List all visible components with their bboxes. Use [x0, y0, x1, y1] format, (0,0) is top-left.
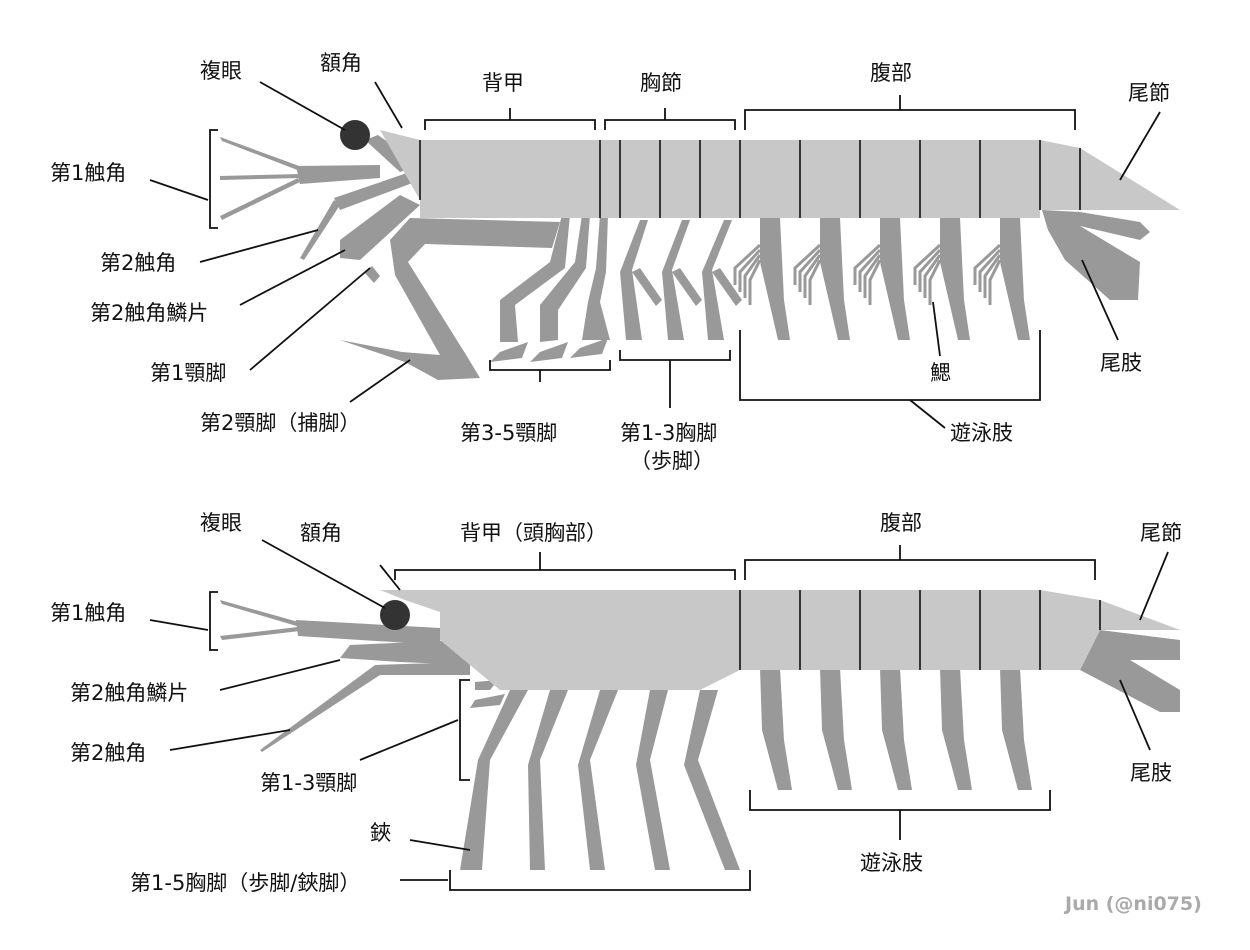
bottom-label-antenna1: 第1触角: [50, 601, 126, 625]
bottom-label-pleopods: 遊泳肢: [860, 851, 923, 875]
top-label-eye: 複眼: [200, 59, 242, 83]
bottom-carapace-shape: [380, 590, 740, 690]
bottom-figure: 複眼 額角 背甲（頭胸部） 腹部 尾節 第1触角 第2触角鱗片 第2触角 第1-…: [50, 511, 1182, 895]
top-eye-shape: [340, 120, 370, 150]
top-pleopods-shape: [760, 218, 1030, 340]
top-label-antennal-scale: 第2触角鱗片: [90, 301, 208, 325]
top-gills-shape: [733, 243, 1002, 305]
top-maxilliped1-shape: [364, 266, 380, 283]
top-label-rostrum: 額角: [320, 51, 362, 75]
top-maxilliped35-shape: [490, 215, 610, 362]
bottom-uropod-shape: [1080, 630, 1180, 712]
bottom-label-antenna2: 第2触角: [70, 741, 146, 765]
top-label-pereiopods-line2: （歩脚）: [630, 449, 714, 473]
bottom-label-antennal-scale: 第2触角鱗片: [70, 681, 188, 705]
bottom-label-maxillipeds: 第1-3顎脚: [260, 771, 357, 795]
bottom-label-carapace: 背甲（頭胸部）: [460, 521, 607, 545]
top-label-antenna1: 第1触角: [50, 161, 126, 185]
bottom-leader-lines: [149, 539, 1169, 881]
top-label-maxilliped35: 第3-5顎脚: [460, 421, 557, 445]
bottom-brackets: [209, 545, 1096, 891]
bottom-segment-lines: [739, 590, 1101, 670]
bottom-labels: 複眼 額角 背甲（頭胸部） 腹部 尾節 第1触角 第2触角鱗片 第2触角 第1-…: [50, 511, 1182, 895]
bottom-label-eye: 複眼: [200, 511, 242, 535]
top-label-uropod: 尾肢: [1100, 351, 1142, 375]
top-segment-lines: [419, 140, 1081, 218]
bottom-pereiopods-shape: [460, 690, 740, 870]
top-figure: 複眼 額角 背甲 胸節 腹部 尾節 第1触角 第2触角 第2触角鱗片 第1顎脚 …: [50, 51, 1180, 473]
top-leader-lines: [149, 81, 1161, 403]
bottom-abdomen-shape: [740, 590, 1040, 670]
top-pereiopods-shape: [620, 220, 742, 340]
bottom-label-pereiopods: 第1-5胸脚（歩脚/鋏脚）: [130, 871, 360, 895]
bottom-label-abdomen: 腹部: [880, 511, 922, 535]
bottom-telson-shape: [1040, 590, 1180, 670]
top-carapace-body-shape: [420, 140, 1040, 218]
top-label-abdomen: 腹部: [870, 61, 912, 85]
top-label-pereiopods-line1: 第1-3胸脚: [620, 421, 717, 445]
top-antenna2-shape: [300, 172, 420, 260]
bottom-label-rostrum: 額角: [300, 521, 342, 545]
top-label-maxilliped1: 第1顎脚: [150, 361, 226, 385]
top-label-carapace: 背甲: [482, 71, 524, 95]
top-rostrum-shape: [380, 130, 420, 200]
top-labels: 複眼 額角 背甲 胸節 腹部 尾節 第1触角 第2触角 第2触角鱗片 第1顎脚 …: [50, 51, 1170, 473]
top-label-antenna2: 第2触角: [100, 251, 176, 275]
top-label-telson: 尾節: [1128, 81, 1170, 105]
top-label-pleopods: 遊泳肢: [950, 421, 1013, 445]
bottom-label-uropod: 尾肢: [1130, 761, 1172, 785]
top-label-gill: 鰓: [930, 361, 951, 385]
top-uropod-shape: [1042, 210, 1150, 300]
top-label-maxilliped2: 第2顎脚（捕脚）: [200, 411, 360, 435]
bottom-label-telson: 尾節: [1140, 521, 1182, 545]
top-telson-shape: [1040, 140, 1180, 210]
bottom-eye-shape: [380, 600, 410, 630]
bottom-pleopods-shape: [760, 668, 1032, 790]
bottom-label-chela: 鋏: [370, 821, 391, 845]
credit-text: Jun (@ni075): [1063, 893, 1202, 915]
bottom-antenna2-shape: [260, 640, 470, 752]
top-maxilliped2-shape: [340, 218, 560, 380]
top-brackets: [209, 95, 1076, 429]
top-label-thorax: 胸節: [640, 71, 682, 95]
